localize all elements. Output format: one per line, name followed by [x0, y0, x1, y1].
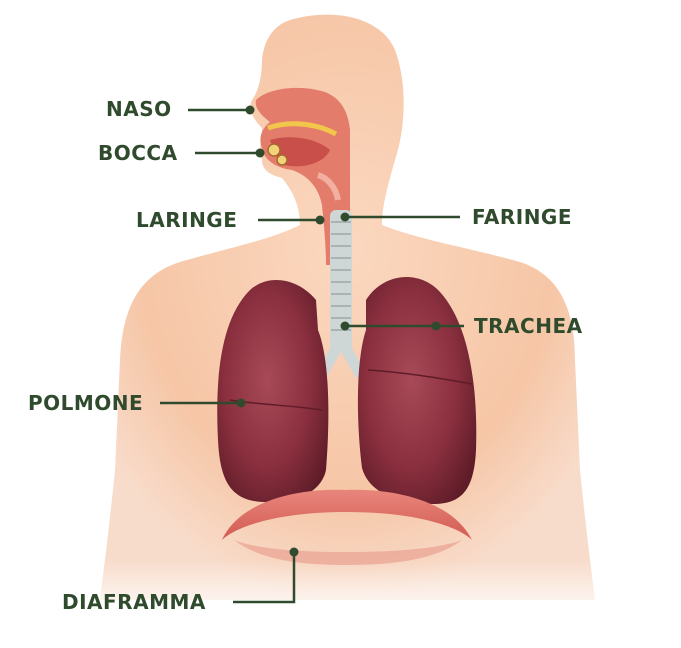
label-trachea: TRACHEA [474, 314, 583, 338]
leader-dot-faringe [341, 213, 350, 222]
leader-dot-bocca [256, 149, 265, 158]
leader-dot-naso [246, 106, 255, 115]
leader-dot-laringe [316, 216, 325, 225]
label-laringe: LARINGE [136, 208, 237, 232]
label-naso: NASO [106, 97, 172, 121]
leader-dot-diaframma [290, 548, 299, 557]
label-polmone: POLMONE [28, 391, 143, 415]
label-bocca: BOCCA [98, 141, 178, 165]
leader-dot-trachea-right [432, 322, 441, 331]
label-faringe: FARINGE [472, 205, 572, 229]
leader-dot-trachea-left [341, 322, 350, 331]
label-diaframma: DIAFRAMMA [62, 590, 206, 614]
leader-dot-polmone [237, 399, 246, 408]
